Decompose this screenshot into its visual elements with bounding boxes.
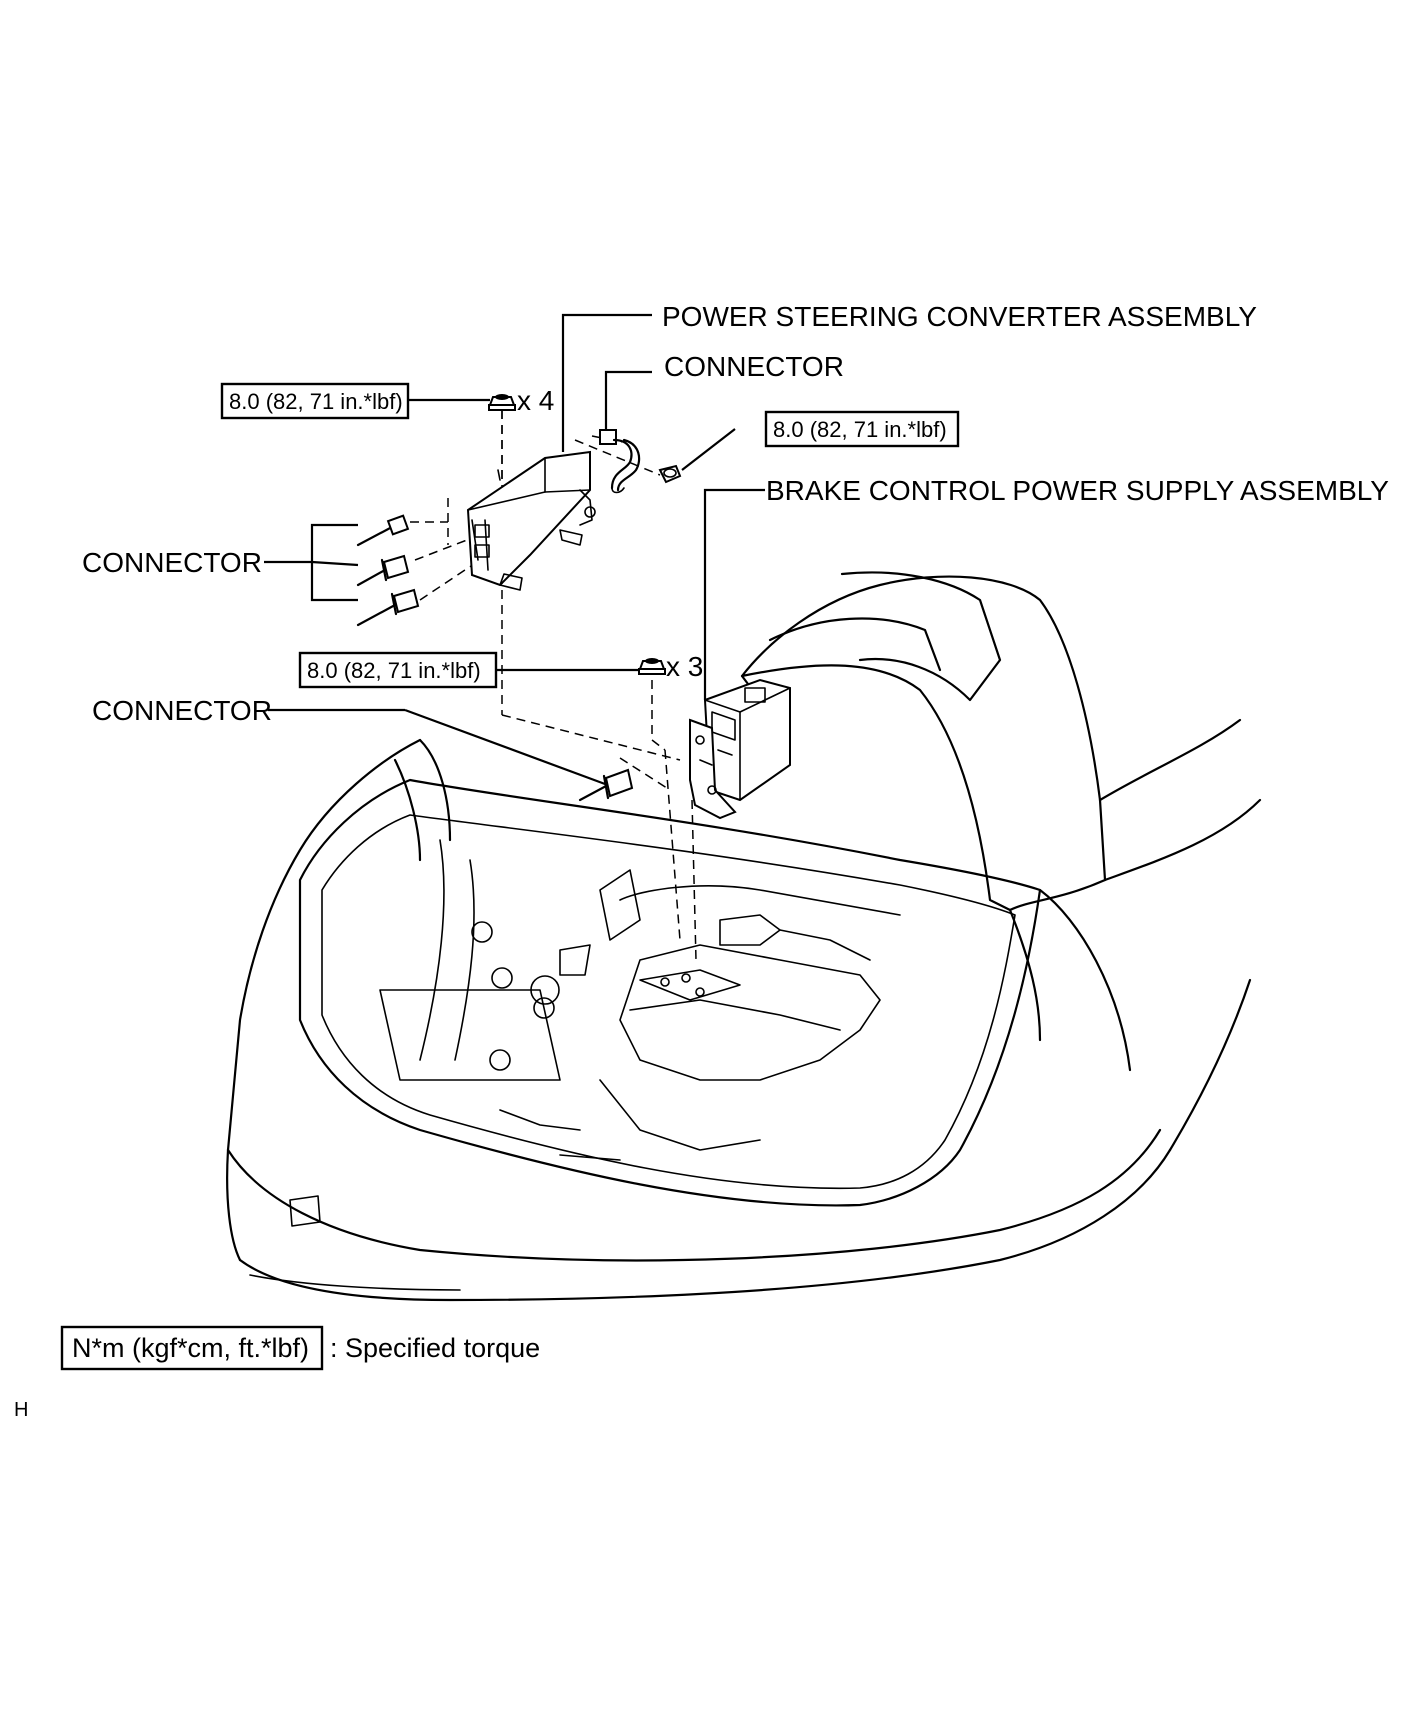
connector-left-label: CONNECTOR: [82, 547, 262, 578]
torque-spec-nut-top-left: 8.0 (82, 71 in.*lbf): [220, 382, 410, 420]
connector-plug-icon: [578, 768, 634, 802]
quantity-middle: x 3: [666, 651, 703, 682]
connector-plug-icon: [599, 429, 641, 494]
connector-top-label: CONNECTOR: [664, 351, 844, 382]
connector-bottom-label: CONNECTOR: [92, 695, 272, 726]
connector-plug-icon: [356, 514, 420, 627]
torque-value: 8.0 (82, 71 in.*lbf): [229, 389, 403, 414]
legend-unit-box: N*m (kgf*cm, ft.*lbf): [72, 1333, 309, 1363]
torque-value: 8.0 (82, 71 in.*lbf): [773, 417, 947, 442]
power-supply-module-icon: [689, 678, 791, 820]
converter-module-icon: [466, 450, 596, 591]
corner-mark: H: [14, 1399, 28, 1421]
torque-legend: N*m (kgf*cm, ft.*lbf) : Specified torque: [60, 1325, 540, 1371]
quantity-top-left: x 4: [517, 385, 554, 416]
brake-control-power-supply-label: BRAKE CONTROL POWER SUPPLY ASSEMBLY: [766, 475, 1389, 506]
nut-icon: [638, 658, 666, 675]
torque-spec-nut-middle: 8.0 (82, 71 in.*lbf): [298, 651, 498, 689]
torque-value: 8.0 (82, 71 in.*lbf): [307, 658, 481, 683]
nut-icon: [488, 394, 516, 411]
vehicle-trunk-icon: [226, 571, 1262, 1302]
leader-lines: [264, 313, 765, 786]
power-steering-converter-label: POWER STEERING CONVERTER ASSEMBLY: [662, 301, 1257, 332]
legend-description: : Specified torque: [330, 1333, 540, 1363]
torque-spec-nut-top-right: 8.0 (82, 71 in.*lbf): [764, 410, 960, 448]
nut-icon: [658, 464, 682, 484]
